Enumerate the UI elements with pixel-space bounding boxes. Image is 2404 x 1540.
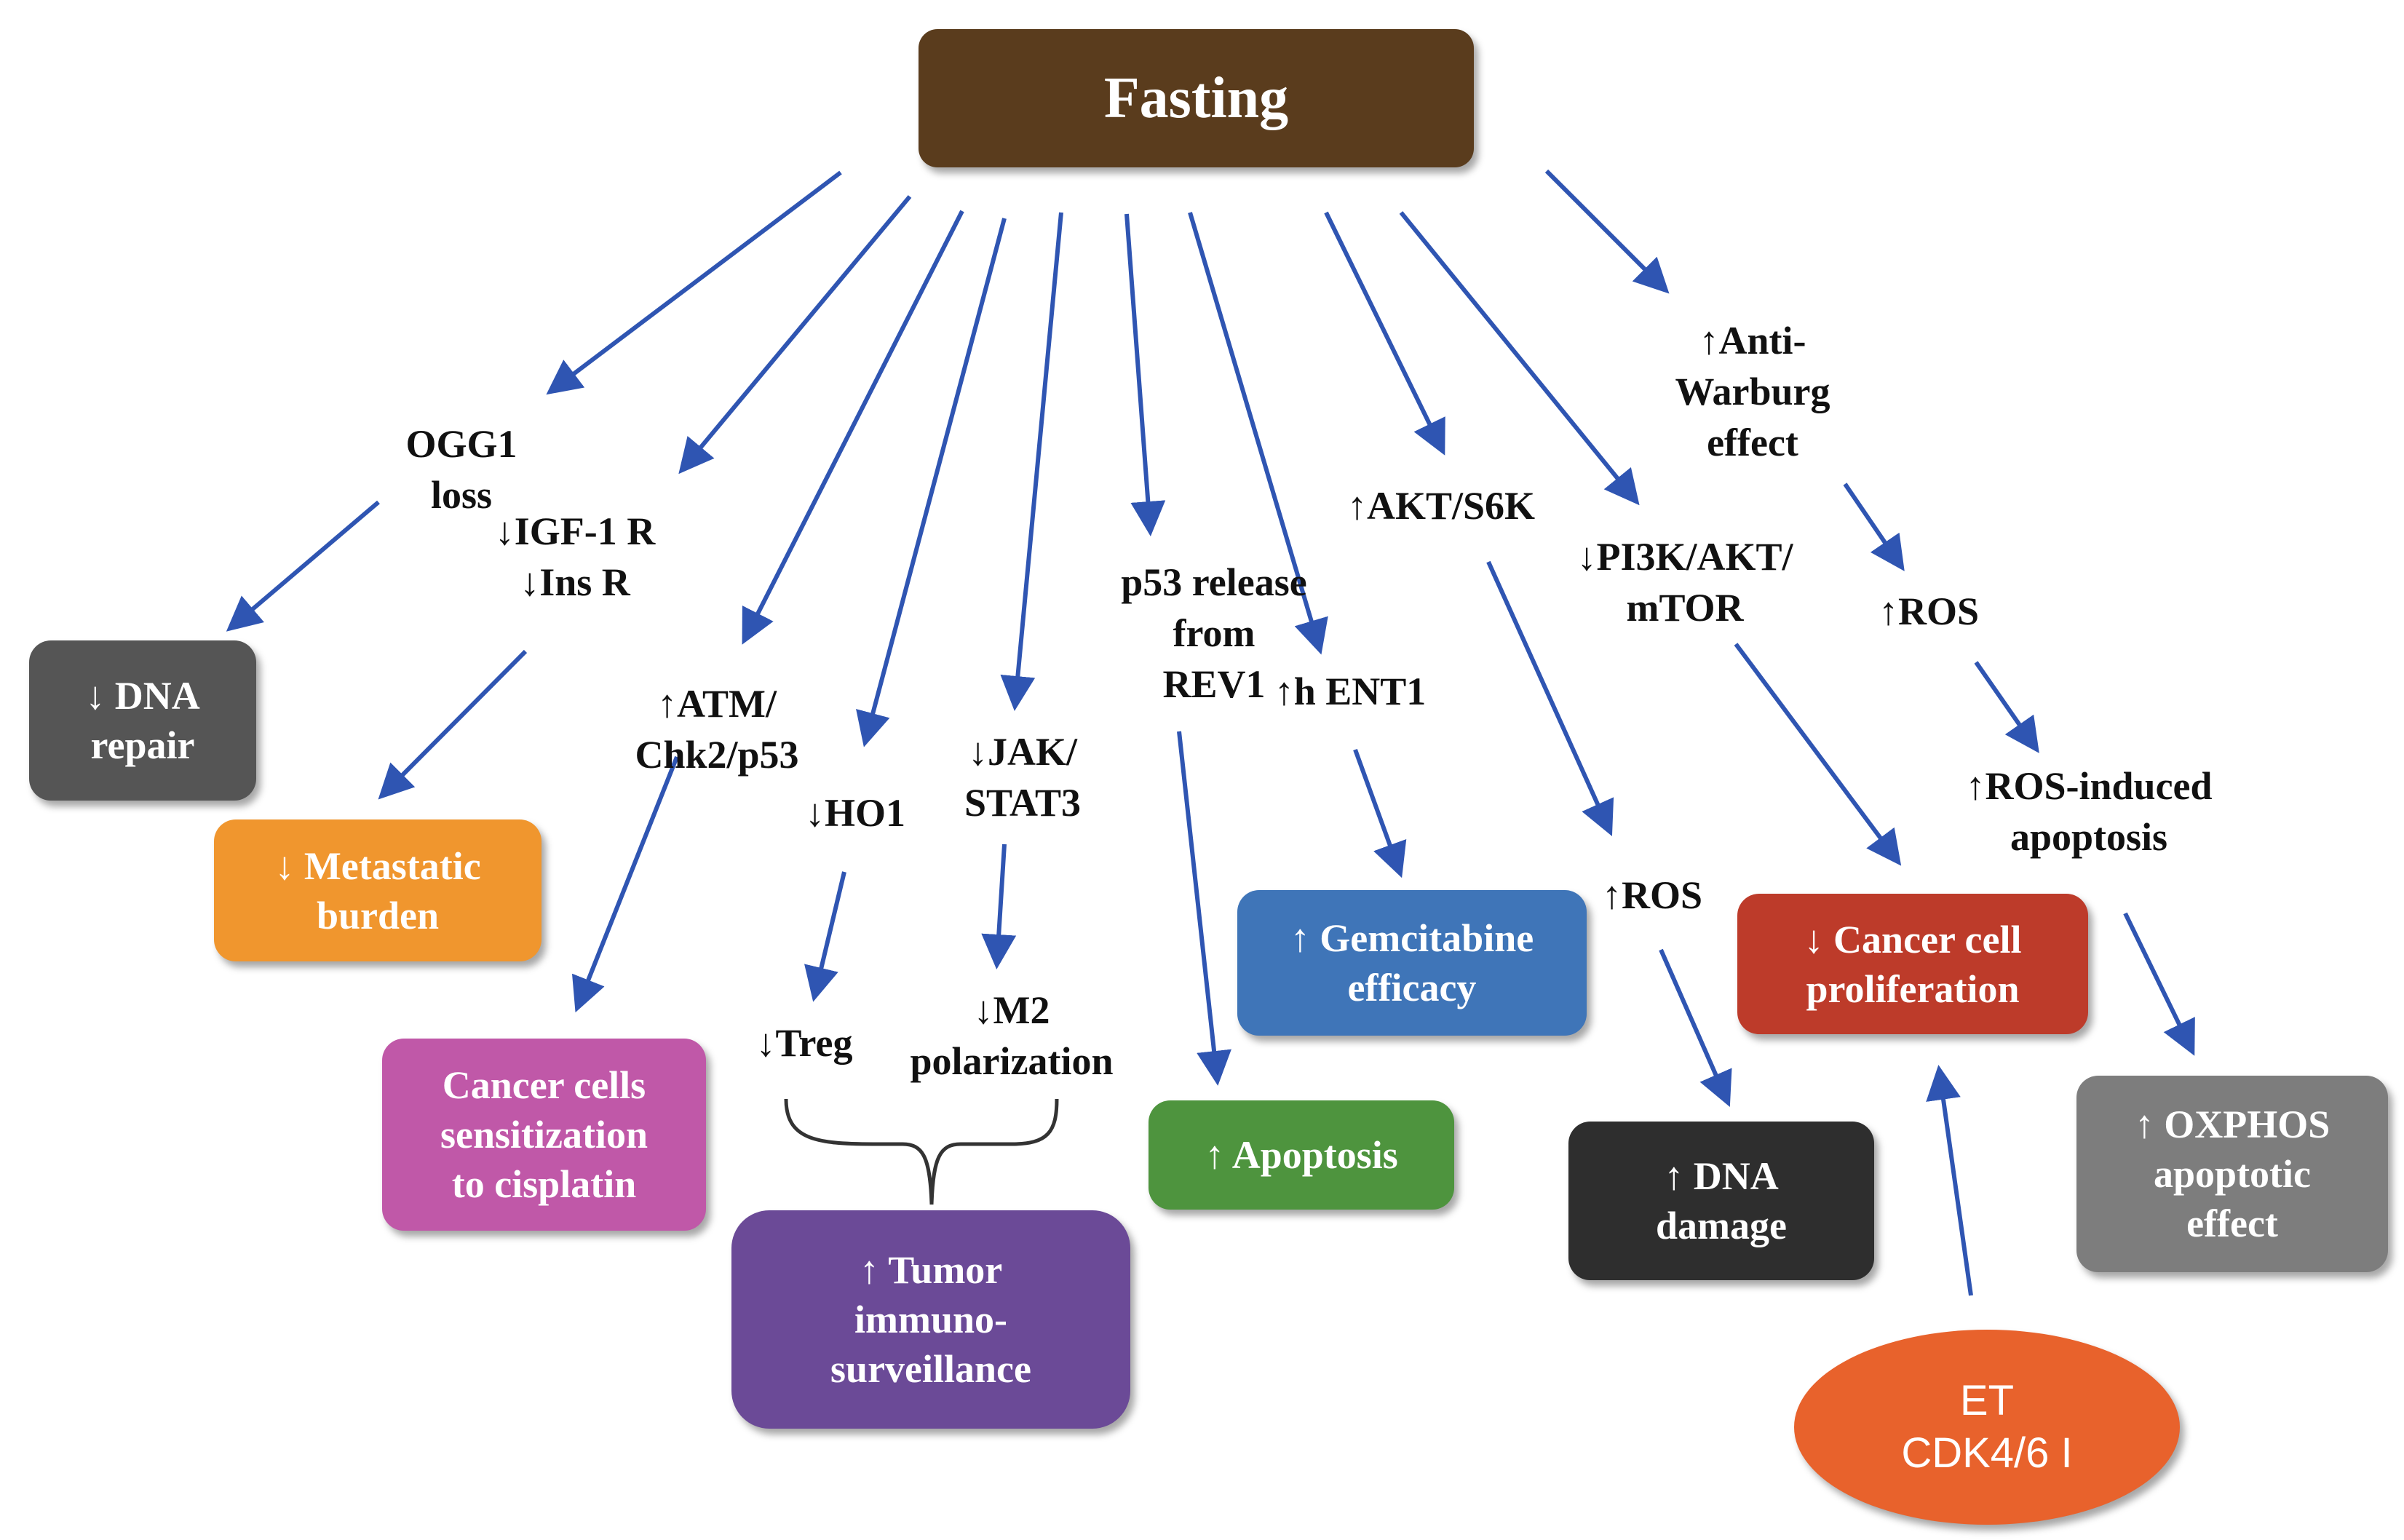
arrow-fasting-ogg1 (546, 170, 842, 395)
arrow-jak-m2 (981, 844, 1017, 969)
label-igf1r-insr: ↓IGF-1 R↓Ins R (494, 509, 656, 604)
arrow-ros-dna-damage (1659, 948, 1732, 1107)
fasting-box: Fasting (919, 29, 1474, 167)
label-pi3k-akt-mtor: ↓PI3K/AKT/mTOR (1576, 535, 1793, 630)
arrow-pi3k-proliferation (1734, 643, 1902, 866)
arrow-fasting-p53 (1124, 213, 1166, 536)
arrow-ho1-treg (804, 871, 846, 1002)
arrow-fasting-pi3k (1399, 211, 1640, 506)
fasting-label: Fasting (1103, 66, 1289, 130)
arrow-et-proliferation (1926, 1065, 1973, 1296)
label-ho1: ↓HO1 (804, 791, 906, 835)
arrow-fasting-jak (1000, 212, 1063, 711)
box-apoptosis: ↑ Apoptosis (1149, 1100, 1454, 1210)
label-jak-stat3: ↓JAK/STAT3 (964, 730, 1082, 825)
label-ros-warburg: ↑ROS (1878, 590, 1980, 633)
brace-treg-m2 (784, 1098, 1059, 1205)
arrow-fasting-igf (678, 195, 912, 475)
arrow-ent1-gemcitabine (1353, 748, 1407, 878)
label-atm-chk2-p53: ↑ATM/Chk2/p53 (635, 682, 799, 777)
arrow-fasting-ho1 (856, 218, 1007, 747)
arrow-fasting-akt (1324, 211, 1445, 456)
arrow-rosapop-oxphos (2123, 912, 2195, 1056)
arrow-igf-metastatic (378, 649, 528, 800)
arrow-ogg1-dna-repair (226, 500, 380, 632)
arrow-fasting-atm (742, 210, 964, 645)
label-h-ent1: ↑h ENT1 (1274, 670, 1427, 713)
arrow-fasting-warburg (1544, 169, 1670, 294)
arrow-ros-rosapop (1974, 661, 2039, 753)
arrow-p53-apoptosis (1177, 731, 1231, 1086)
label-akt-s6k: ↑AKT/S6K (1346, 484, 1536, 528)
arrow-warburg-ros (1843, 483, 1905, 571)
arrow-atm-cisplatin (571, 755, 679, 1013)
label-ros-akt: ↑ROS (1601, 873, 1703, 917)
label-treg: ↓Treg (755, 1021, 853, 1065)
